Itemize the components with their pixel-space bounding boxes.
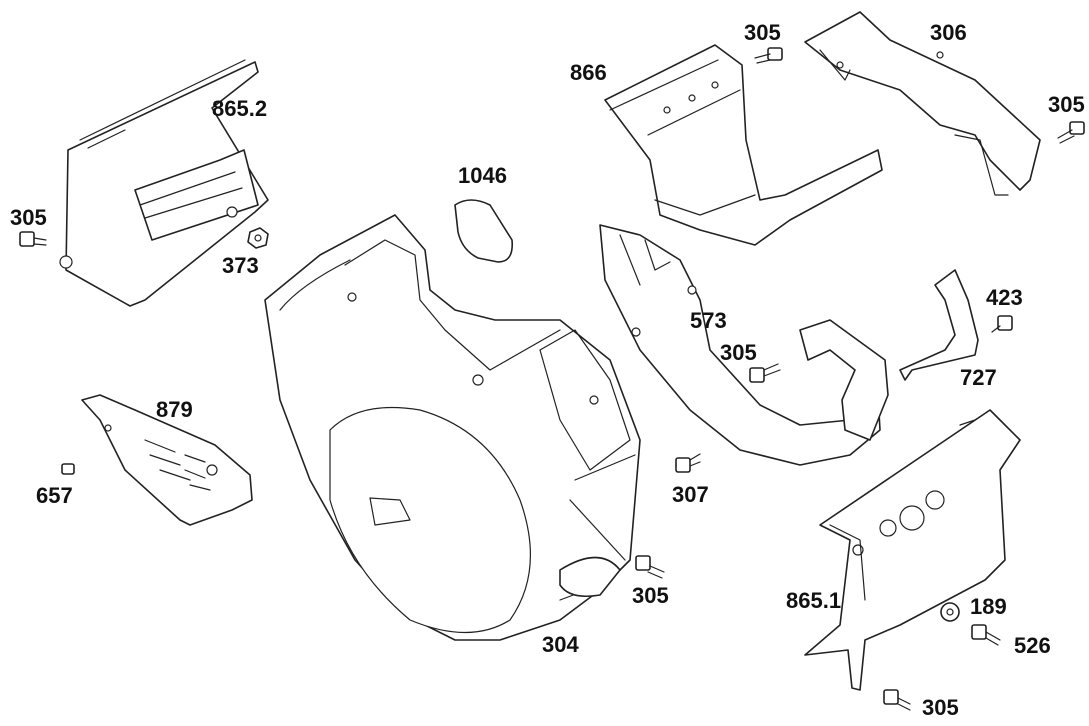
callout-304: 304 [542,632,579,657]
callout-526: 526 [1014,633,1051,658]
callout-306: 306 [930,20,967,45]
callout-865-1: 865.1 [786,588,841,613]
callout-305-bottom: 305 [922,695,959,720]
fastener-657 [61,463,75,475]
part-865-2-shroud [59,59,269,307]
callout-305-left: 305 [10,205,47,230]
callout-307: 307 [672,482,709,507]
fastener-305-right [1057,121,1085,144]
fastener-305-left [19,231,47,247]
part-865-1-shroud [804,409,1021,691]
part-879-plate [81,394,253,526]
part-573-bracket [799,319,889,441]
callout-865-2: 865.2 [212,96,267,121]
callout-189: 189 [970,594,1007,619]
fastener-305-mid [749,363,781,383]
callout-423: 423 [986,285,1023,310]
callout-879: 879 [156,397,193,422]
part-727-strap [899,269,979,381]
callout-573: 573 [690,308,727,333]
fastener-305-bottom [883,689,911,711]
callout-866: 866 [570,60,607,85]
callout-657: 657 [36,483,73,508]
nut-373 [247,227,269,249]
callout-727: 727 [960,365,997,390]
part-304-blower-housing [264,214,641,641]
callout-305-mid: 305 [720,340,757,365]
callout-305-top: 305 [744,20,781,45]
callout-305-right: 305 [1048,92,1085,117]
part-1046-pad [454,199,514,263]
part-866-cover [604,44,883,246]
callout-305-low: 305 [632,583,669,608]
callout-1046: 1046 [458,163,507,188]
part-306-bracket [804,11,1041,196]
fastener-307 [675,453,701,473]
washer-189 [940,602,960,622]
fastener-423 [991,315,1013,333]
fastener-305-low [635,555,665,579]
fastener-526 [971,624,1001,646]
callout-373: 373 [222,253,259,278]
fastener-305-top [754,47,783,64]
